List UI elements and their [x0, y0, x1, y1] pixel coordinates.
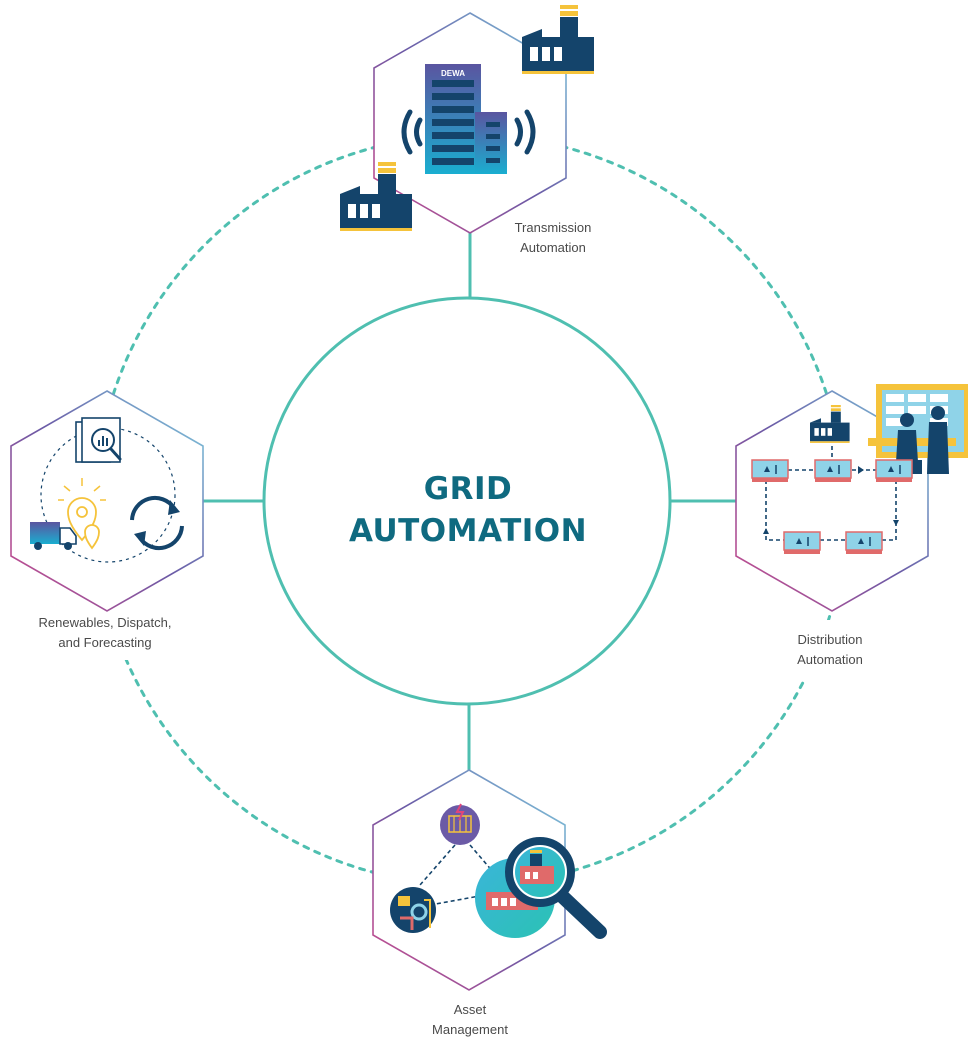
center-title: GRID AUTOMATION [268, 468, 668, 552]
report-document-icon [75, 417, 122, 463]
label-distribution: Distribution Automation [760, 630, 900, 670]
label-renewables-line1: Renewables, Dispatch, [38, 615, 172, 630]
search-icon [505, 837, 607, 939]
delivery-truck-icon [30, 522, 77, 550]
label-transmission-line1: Transmission [514, 220, 592, 235]
switchgear-icon [783, 531, 821, 555]
center-circle [262, 296, 672, 706]
label-asset-line2: Management [432, 1022, 508, 1037]
building-sign: DEWA [441, 69, 465, 78]
hexagon-asset [372, 769, 566, 991]
label-renewables-line2: and Forecasting [58, 635, 152, 650]
factory-icon [522, 5, 594, 74]
hexagon-renewables [10, 390, 204, 612]
switchgear-icon [845, 531, 883, 555]
label-transmission-line2: Automation [520, 240, 586, 255]
label-distribution-line1: Distribution [797, 632, 863, 647]
pipeline-icon [390, 887, 436, 933]
center-title-line1: GRID [423, 471, 513, 507]
office-building-icon: DEWA [425, 64, 507, 174]
location-pin-icon [67, 497, 100, 550]
label-asset: Asset Management [400, 1000, 540, 1040]
power-plant-icon [440, 803, 480, 845]
label-transmission: Transmission Automation [478, 218, 628, 258]
center-title-line2: AUTOMATION [348, 513, 588, 549]
label-renewables: Renewables, Dispatch, and Forecasting [10, 613, 200, 653]
label-distribution-line2: Automation [797, 652, 863, 667]
label-asset-line1: Asset [453, 1002, 487, 1017]
switchgear-icon [875, 459, 913, 483]
refresh-cycle-icon [130, 495, 184, 551]
switchgear-icon [814, 459, 852, 483]
sun-icon [58, 478, 106, 501]
signal-wave-icon [401, 109, 536, 155]
operator-console-icon [868, 384, 968, 474]
switchgear-icon [751, 459, 789, 483]
